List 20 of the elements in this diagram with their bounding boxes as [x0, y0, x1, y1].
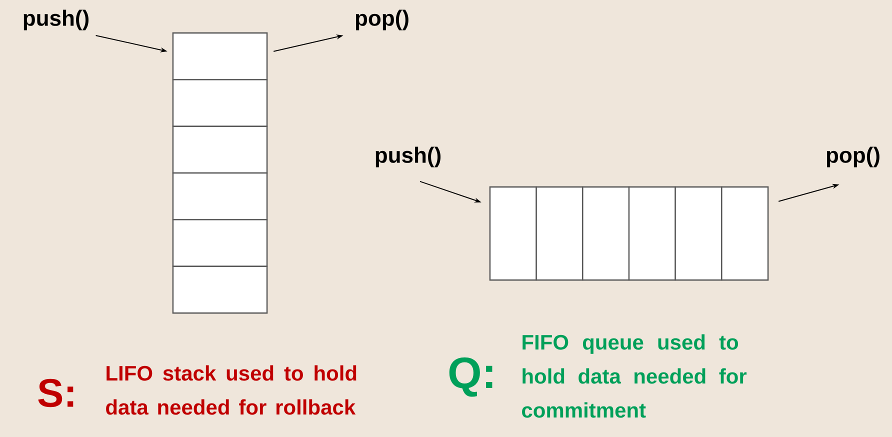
cell-box: [172, 79, 268, 127]
function-label: pop(): [356, 10, 408, 30]
letter-label: Q:: [449, 357, 492, 397]
description-text: LIFO stack used to hold data needed for rollback: [106, 365, 356, 415]
function-label: push(): [376, 146, 440, 168]
function-label: push(): [24, 10, 88, 30]
cell-box: [536, 186, 584, 281]
cell-box: [489, 186, 537, 281]
cell-box: [172, 266, 268, 314]
cell-box: [582, 186, 630, 281]
cell-box: [674, 186, 722, 281]
cell-box: [172, 172, 268, 220]
cell-box: [172, 32, 268, 80]
description-text: FIFO queue used to hold data needed for commitment: [522, 334, 747, 418]
cell-box: [721, 186, 769, 281]
cell-box: [172, 126, 268, 174]
letter-label: S:: [38, 378, 74, 408]
function-label: pop(): [826, 146, 880, 168]
cell-box: [628, 186, 676, 281]
cell-box: [172, 219, 268, 267]
